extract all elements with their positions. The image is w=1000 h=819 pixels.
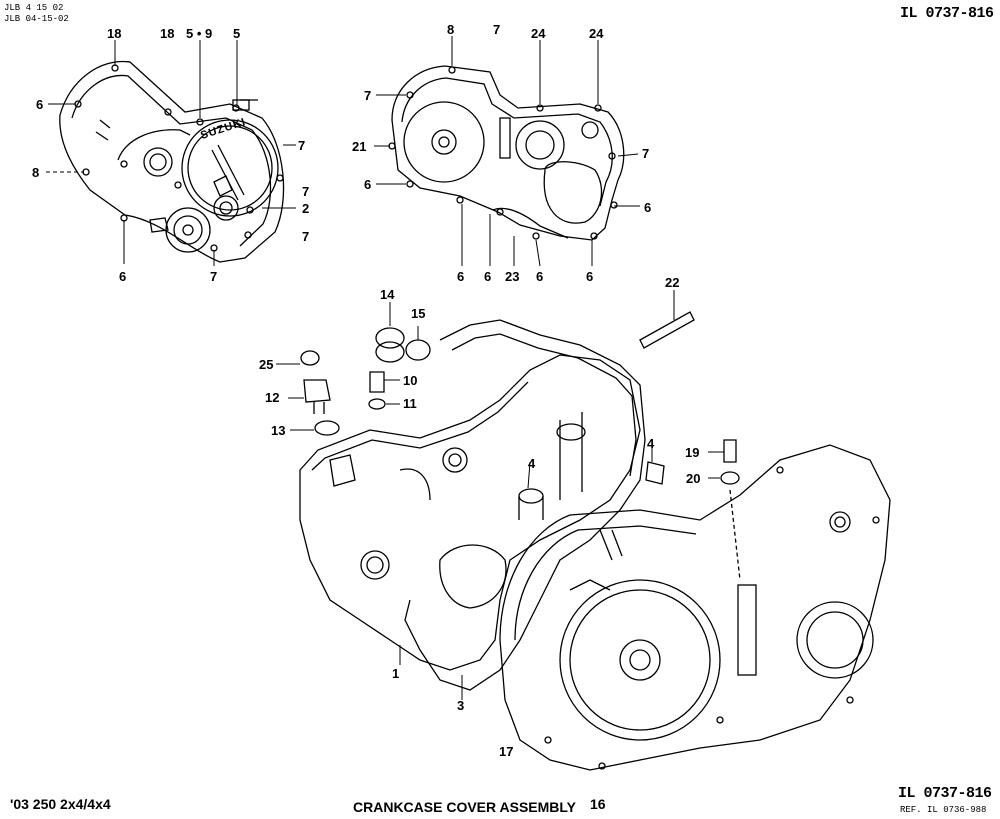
small-parts: [300, 311, 741, 581]
callout-7: 7: [302, 184, 310, 199]
callout-17: 17: [499, 744, 514, 759]
callout-8: 8: [32, 165, 40, 180]
callout-8: 8: [447, 22, 455, 37]
callout-14: 14: [380, 287, 395, 302]
callout-6: 6: [586, 269, 594, 284]
callout-4: 4: [528, 456, 536, 471]
callout-1: 1: [392, 666, 400, 681]
callout-15: 15: [411, 306, 426, 321]
callout-6: 6: [644, 200, 652, 215]
doc-code-1: JLB 4 15 02: [4, 3, 64, 13]
callout-6: 6: [536, 269, 544, 284]
callout-7: 7: [642, 146, 650, 161]
callout-5-9: 5 • 9: [186, 26, 213, 41]
callout-18: 18: [107, 26, 122, 41]
reference-id: REF. IL 0736-988: [900, 805, 987, 815]
callout-6: 6: [36, 97, 44, 112]
left-crankcase-cover: [74, 64, 284, 253]
callout-21: 21: [352, 139, 367, 154]
callout-7: 7: [493, 22, 501, 37]
crankcase-right-half: [499, 444, 891, 771]
callout-6: 6: [457, 269, 465, 284]
callout-20: 20: [686, 471, 701, 486]
crankcase-gasket: [404, 319, 646, 691]
callout-6: 6: [119, 269, 127, 284]
left-cover-gasket: [59, 60, 285, 263]
callout-7: 7: [298, 138, 306, 153]
callout-12: 12: [265, 390, 280, 405]
callout-11: 11: [403, 396, 417, 411]
callout-7: 7: [302, 229, 310, 244]
illustration-id-top: IL 0737-816: [900, 5, 994, 22]
callout-24: 24: [531, 26, 546, 41]
callout-19: 19: [685, 445, 700, 460]
callout-7: 7: [364, 88, 372, 103]
callout-22: 22: [665, 275, 680, 290]
page-number: 16: [590, 796, 606, 812]
callout-25: 25: [259, 357, 274, 372]
right-crankcase-cover: [388, 65, 625, 241]
callout-24: 24: [589, 26, 604, 41]
callout-3: 3: [457, 698, 465, 713]
model-label: '03 250 2x4/4x4: [10, 796, 111, 812]
crankcase-left-half: [299, 354, 641, 671]
callout-6: 6: [484, 269, 492, 284]
callout-2: 2: [302, 201, 310, 216]
callout-13: 13: [271, 423, 286, 438]
callout-6: 6: [364, 177, 372, 192]
callout-18: 18: [160, 26, 175, 41]
illustration-id-bottom: IL 0737-816: [898, 785, 992, 802]
callout-4: 4: [647, 436, 655, 451]
callout-10: 10: [403, 373, 418, 388]
leader-lines: [46, 36, 724, 700]
page-title: CRANKCASE COVER ASSEMBLY: [353, 799, 576, 815]
doc-code-2: JLB 04-15-02: [4, 14, 69, 24]
callout-5: 5: [233, 26, 241, 41]
callout-23: 23: [505, 269, 520, 284]
callout-7: 7: [210, 269, 218, 284]
